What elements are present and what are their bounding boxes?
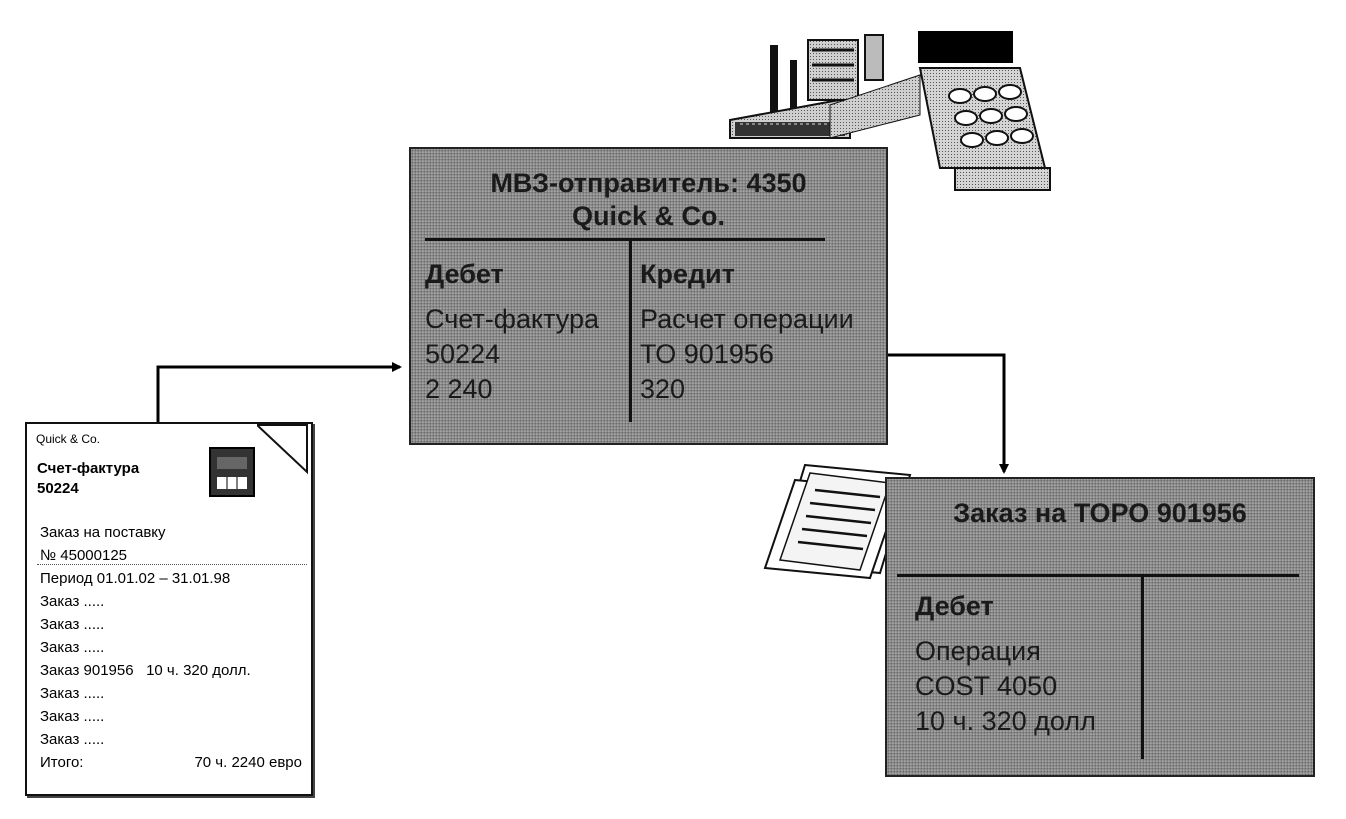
invoice-line: Заказ ..... xyxy=(40,708,105,725)
order-debit-line: COST 4050 xyxy=(915,671,1058,701)
invoice-document: Quick & Co. Счет-фактура 50224 Заказ на … xyxy=(25,422,313,796)
invoice-line: Заказ ..... xyxy=(40,731,105,748)
sender-account-title: МВЗ-отправитель: 4350 Quick & Co. xyxy=(411,167,886,233)
account-divider-horizontal xyxy=(897,574,1299,577)
arrow-invoice-to-sender xyxy=(156,362,402,422)
invoice-line: Заказ на поставку xyxy=(40,524,166,541)
sender-debit-line: 2 240 xyxy=(425,374,493,404)
order-debit-heading: Дебет xyxy=(915,591,994,621)
order-debit-line: 10 ч. 320 долл xyxy=(915,706,1096,736)
sender-credit-column: Кредит Расчет операции ТО 901956 320 xyxy=(640,257,854,407)
page-fold-icon xyxy=(257,424,308,475)
invoice-total-row: Итого: 70 ч. 2240 евро xyxy=(40,751,302,774)
order-debit-line: Операция xyxy=(915,636,1041,666)
sender-cost-center-account: МВЗ-отправитель: 4350 Quick & Co. Дебет … xyxy=(409,147,888,445)
invoice-total-label: Итого: xyxy=(40,754,84,771)
order-debit-column: Дебет Операция COST 4050 10 ч. 320 долл xyxy=(915,589,1096,739)
sender-debit-column: Дебет Счет-фактура 50224 2 240 xyxy=(425,257,599,407)
invoice-number: 50224 xyxy=(37,480,79,497)
factory-icon xyxy=(729,34,921,139)
invoice-line: Заказ 901956 10 ч. 320 долл. xyxy=(40,662,251,679)
maintenance-order-account: Заказ на ТОРО 901956 Дебет Операция COST… xyxy=(885,477,1315,777)
invoice-heading: Счет-фактура 50224 xyxy=(37,459,139,499)
sender-credit-line: Расчет операции xyxy=(640,304,854,334)
invoice-stamp-icon xyxy=(209,447,255,497)
sender-debit-line: Счет-фактура xyxy=(425,304,599,334)
invoice-total-value: 70 ч. 2240 евро xyxy=(194,754,302,771)
order-account-title: Заказ на ТОРО 901956 xyxy=(953,498,1247,528)
invoice-line: Заказ ..... xyxy=(40,639,105,656)
account-divider-horizontal xyxy=(425,238,825,241)
sender-credit-line: 320 xyxy=(640,374,686,404)
invoice-company: Quick & Co. xyxy=(36,432,101,446)
sender-account-title-line1: МВЗ-отправитель: 4350 xyxy=(490,168,807,198)
sender-debit-line: 50224 xyxy=(425,339,501,369)
arrow-sender-to-order xyxy=(885,353,1009,474)
sender-credit-line: ТО 901956 xyxy=(640,339,774,369)
invoice-line: № 45000125 xyxy=(40,547,127,564)
invoice-line: Период 01.01.02 – 31.01.98 xyxy=(40,570,231,587)
sender-account-title-line2: Quick & Co. xyxy=(571,201,726,231)
invoice-separator xyxy=(37,564,307,565)
invoice-line: Заказ ..... xyxy=(40,685,105,702)
invoice-line: Заказ ..... xyxy=(40,616,105,633)
account-divider-vertical xyxy=(1141,574,1144,759)
cash-register-icon xyxy=(918,31,1051,191)
sender-credit-heading: Кредит xyxy=(640,259,735,289)
invoice-line: Заказ ..... xyxy=(40,593,105,610)
account-divider-vertical xyxy=(629,238,632,422)
documents-icon xyxy=(763,463,912,580)
sender-debit-heading: Дебет xyxy=(425,259,504,289)
invoice-lines: Заказ на поставку № 45000125 Период 01.0… xyxy=(40,521,305,774)
invoice-title: Счет-фактура xyxy=(37,460,140,477)
